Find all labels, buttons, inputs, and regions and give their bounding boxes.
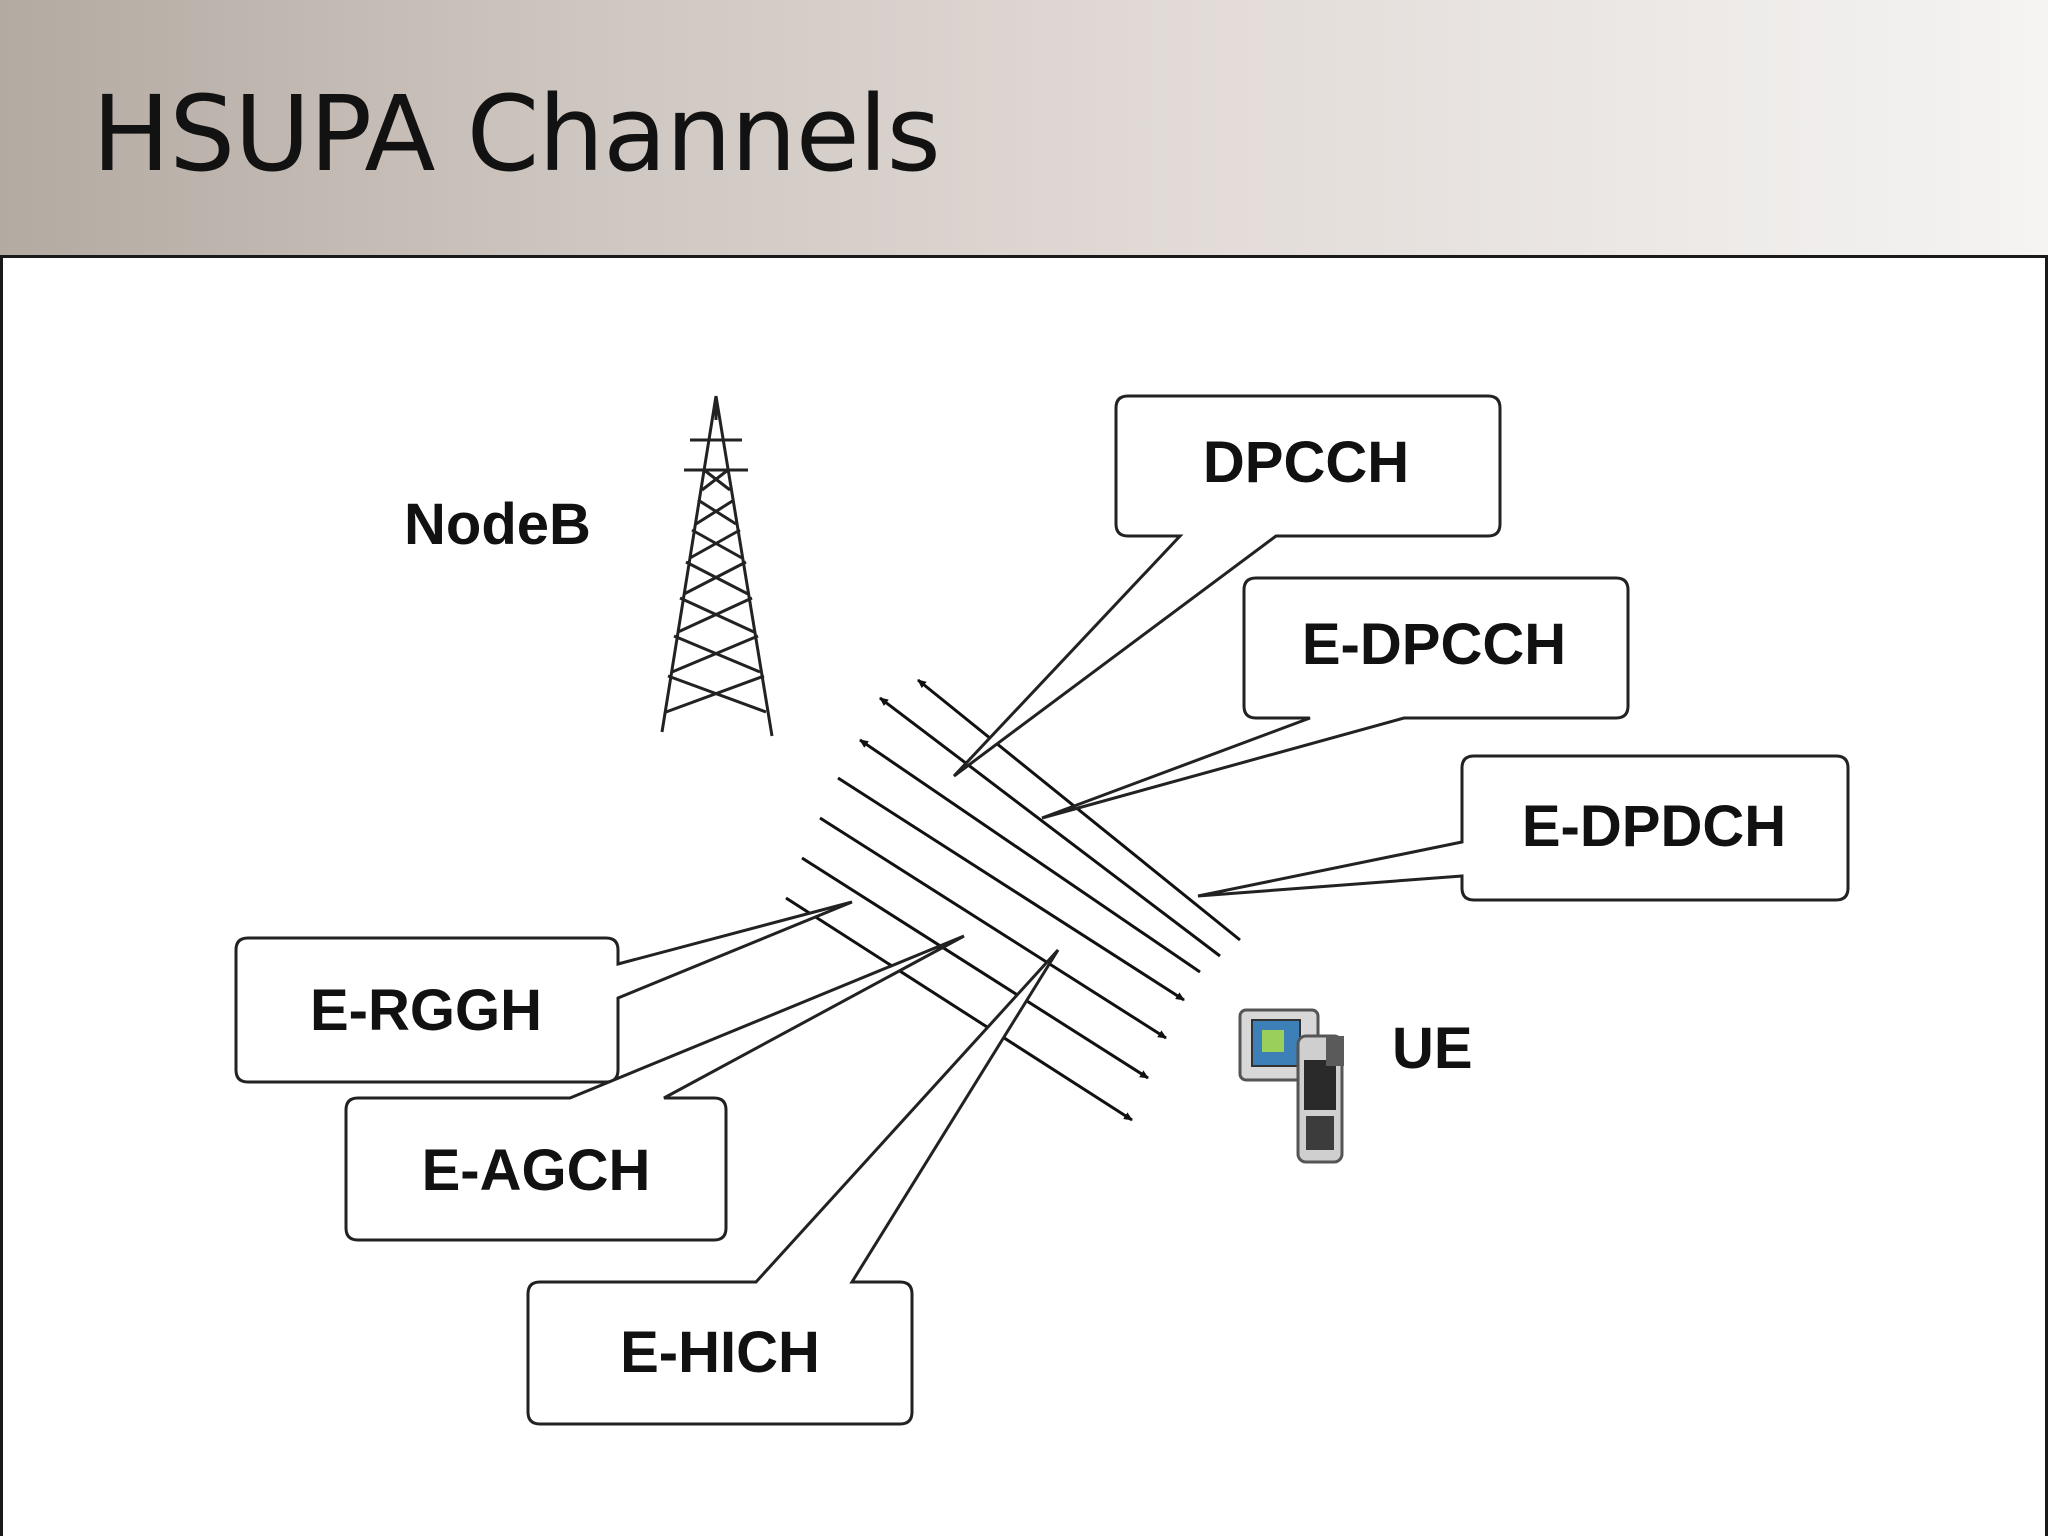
callout-dpcch: DPCCH: [952, 394, 1502, 778]
uplink-arrow: [859, 738, 1201, 974]
downlink-arrow: [819, 816, 1167, 1040]
uplink-arrow: [879, 696, 1221, 958]
e-hich-label: E-HICH: [620, 1320, 820, 1385]
callout-e-agch: E-AGCH: [344, 934, 965, 1242]
e-agch-label: E-AGCH: [422, 1138, 651, 1203]
downlink-arrow: [837, 776, 1185, 1002]
callout-e-rggh: E-RGGH: [234, 900, 853, 1084]
e-dpcch-label: E-DPCCH: [1302, 612, 1566, 677]
callout-e-dpdch: E-DPDCH: [1197, 754, 1850, 902]
callout-e-dpcch: E-DPCCH: [1041, 576, 1630, 820]
callout-e-hich: E-HICH: [526, 948, 1060, 1426]
uplink-arrows: [859, 678, 1241, 974]
downlink-arrow: [801, 856, 1149, 1080]
mobile-phone-icon: [1238, 1008, 1344, 1164]
downlink-arrows: [785, 776, 1185, 1122]
downlink-arrow: [785, 896, 1133, 1122]
slide-header: HSUPA Channels: [0, 0, 2048, 256]
uplink-arrow: [917, 678, 1241, 942]
e-rggh-label: E-RGGH: [310, 978, 542, 1043]
ue-label: UE: [1392, 1016, 1473, 1081]
nodeb-label: NodeB: [404, 492, 591, 557]
dpcch-label: DPCCH: [1203, 430, 1409, 495]
e-dpdch-label: E-DPDCH: [1522, 794, 1786, 859]
slide-title: HSUPA Channels: [92, 73, 941, 195]
tower-icon: [660, 395, 774, 737]
